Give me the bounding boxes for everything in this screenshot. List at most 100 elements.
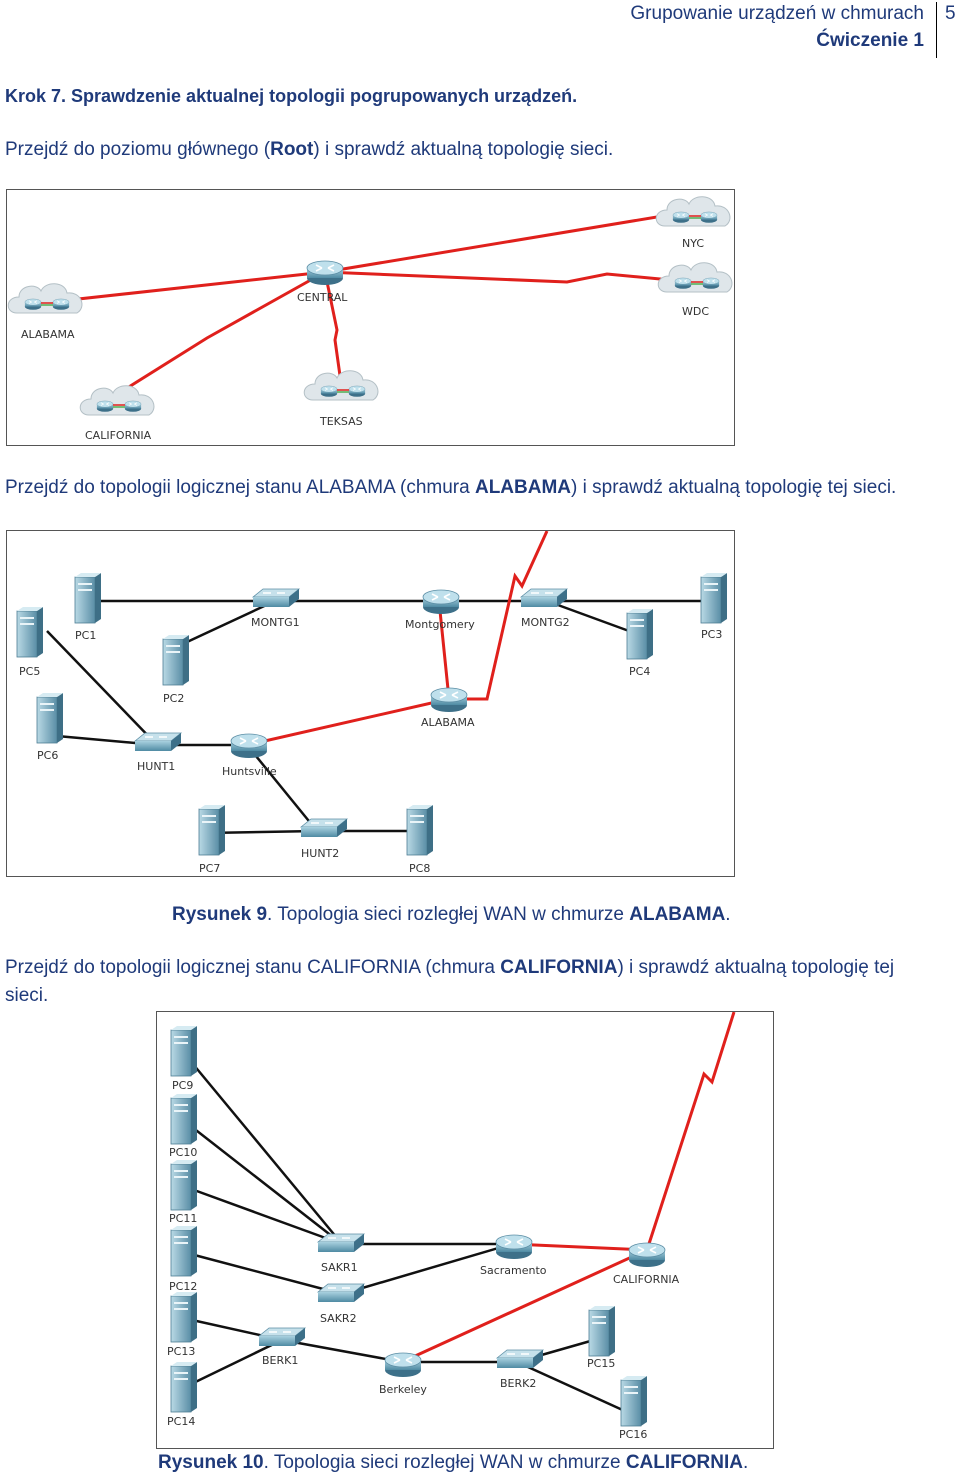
figure-root-topology: NYC WDC CENTRAL ALABAMA CALIFORNIA TEKSA… [6, 189, 735, 446]
cloud-alabama-icon[interactable] [8, 284, 82, 313]
router-huntsville-icon[interactable] [230, 733, 268, 759]
pc2-icon[interactable] [162, 634, 190, 686]
paragraph-california: Przejdź do topologii logicznej stanu CAL… [5, 954, 935, 1010]
label-nyc: NYC [682, 237, 704, 250]
label-berkeley: Berkeley [379, 1383, 427, 1396]
label-alabama: ALABAMA [21, 328, 75, 341]
switch-sakr2-icon[interactable] [317, 1283, 365, 1303]
label-wdc: WDC [682, 305, 709, 318]
paragraph-alabama-bold: ALABAMA [474, 477, 572, 498]
label-pc8: PC8 [409, 862, 430, 875]
router-montgomery-icon[interactable] [422, 589, 460, 615]
label-pc7: PC7 [199, 862, 220, 875]
label-pc11: PC11 [169, 1212, 197, 1225]
paragraph-root-text-a: Przejdź do poziomu głównego ( [5, 139, 271, 160]
switch-hunt2-icon[interactable] [300, 818, 348, 838]
label-teksas: TEKSAS [319, 415, 363, 428]
paragraph-alabama-text-b: ) i sprawdź aktualną topologię tej sieci… [571, 477, 897, 498]
pc16-icon[interactable] [620, 1375, 648, 1427]
label-pc9: PC9 [172, 1079, 193, 1092]
label-pc15: PC15 [587, 1357, 615, 1370]
label-montg1: MONTG1 [251, 616, 300, 629]
paragraph-root: Przejdź do poziomu głównego (Root) i spr… [5, 136, 935, 164]
label-pc5: PC5 [19, 665, 40, 678]
label-pc14: PC14 [167, 1415, 195, 1428]
label-huntsville: Huntsville [222, 765, 277, 778]
paragraph-root-bold: Root [270, 139, 314, 160]
header-title: Grupowanie urządzeń w chmurach [630, 3, 924, 24]
caption-figure-9-text: . Topologia sieci rozległej WAN w chmurz… [267, 904, 630, 925]
switch-montg2-icon[interactable] [520, 588, 568, 608]
label-hunt1: HUNT1 [137, 760, 175, 773]
label-pc16: PC16 [619, 1428, 647, 1441]
label-pc2: PC2 [163, 692, 184, 705]
pc14-icon[interactable] [170, 1361, 198, 1413]
pc5-icon[interactable] [16, 606, 44, 658]
label-montgomery: Montgomery [405, 618, 475, 631]
paragraph-california-text-b: ) i sprawdź aktualną topologię tej sieci… [5, 957, 895, 1006]
label-california-router: CALIFORNIA [613, 1273, 680, 1286]
pc10-icon[interactable] [170, 1093, 198, 1145]
switch-sakr1-icon[interactable] [317, 1233, 365, 1253]
router-berkeley-icon[interactable] [384, 1352, 422, 1378]
label-hunt2: HUNT2 [301, 847, 339, 860]
paragraph-california-text-a: Przejdź do topologii logicznej stanu CAL… [5, 957, 501, 978]
caption-figure-9-prefix: Rysunek 9 [172, 904, 268, 925]
router-central-icon[interactable] [306, 260, 344, 286]
pc7-icon[interactable] [198, 804, 226, 856]
label-berk2: BERK2 [500, 1377, 536, 1390]
pc4-icon[interactable] [626, 608, 654, 660]
label-pc1: PC1 [75, 629, 96, 642]
cloud-nyc-icon[interactable] [656, 197, 730, 226]
paragraph-alabama-text-a: Przejdź do topologii logicznej stanu ALA… [5, 477, 475, 498]
caption-figure-10-text: . Topologia sieci rozległej WAN w chmurz… [263, 1452, 626, 1473]
label-montg2: MONTG2 [521, 616, 570, 629]
switch-hunt1-icon[interactable] [134, 732, 182, 752]
caption-figure-10-prefix: Rysunek 10 [158, 1452, 264, 1473]
paragraph-root-text-b: ) i sprawdź aktualną topologię sieci. [313, 139, 614, 160]
switch-montg1-icon[interactable] [252, 588, 300, 608]
paragraph-california-bold: CALIFORNIA [500, 957, 618, 978]
header-subtitle: Ćwiczenie 1 [816, 30, 924, 51]
pc13-icon[interactable] [170, 1291, 198, 1343]
label-alabama-router: ALABAMA [421, 716, 475, 729]
page-number: 5 [945, 3, 956, 24]
cloud-california-icon[interactable] [80, 386, 154, 415]
pc6-icon[interactable] [36, 692, 64, 744]
router-california-icon[interactable] [628, 1242, 666, 1268]
pc9-icon[interactable] [170, 1025, 198, 1077]
pc3-icon[interactable] [700, 572, 728, 624]
step-heading: Krok 7. Sprawdzenie aktualnej topologii … [5, 86, 578, 106]
caption-figure-9-suffix: . [725, 904, 731, 925]
caption-figure-10: Rysunek 10. Topologia sieci rozległej WA… [158, 1452, 748, 1474]
cloud-wdc-icon[interactable] [658, 263, 732, 292]
pc1-icon[interactable] [74, 572, 102, 624]
cloud-teksas-icon[interactable] [304, 371, 378, 400]
label-pc13: PC13 [167, 1345, 195, 1358]
label-berk1: BERK1 [262, 1354, 298, 1367]
caption-figure-9: Rysunek 9. Topologia sieci rozległej WAN… [172, 904, 731, 926]
label-california: CALIFORNIA [85, 429, 152, 442]
label-pc3: PC3 [701, 628, 722, 641]
pc11-icon[interactable] [170, 1159, 198, 1211]
pc8-icon[interactable] [406, 804, 434, 856]
caption-figure-10-bold: CALIFORNIA [625, 1452, 743, 1473]
router-sacramento-icon[interactable] [495, 1234, 533, 1260]
pc12-icon[interactable] [170, 1225, 198, 1277]
label-central: CENTRAL [297, 291, 348, 304]
label-pc4: PC4 [629, 665, 650, 678]
label-pc6: PC6 [37, 749, 58, 762]
figure-california-topology: PC9 PC10 PC11 PC12 PC13 PC14 SAKR1 SAKR2… [156, 1011, 774, 1449]
header-divider [936, 2, 937, 58]
switch-berk1-icon[interactable] [258, 1327, 306, 1347]
paragraph-alabama: Przejdź do topologii logicznej stanu ALA… [5, 474, 935, 502]
label-sacramento: Sacramento [480, 1264, 547, 1277]
router-alabama-icon[interactable] [430, 687, 468, 713]
switch-berk2-icon[interactable] [496, 1349, 544, 1369]
label-pc12: PC12 [169, 1280, 197, 1293]
figure-alabama-topology: PC1 PC5 PC2 PC6 MONTG1 Montgomery MONTG2… [6, 530, 735, 877]
label-sakr1: SAKR1 [321, 1261, 358, 1274]
pc15-icon[interactable] [588, 1305, 616, 1357]
label-sakr2: SAKR2 [320, 1312, 357, 1325]
caption-figure-9-bold: ALABAMA [629, 904, 726, 925]
